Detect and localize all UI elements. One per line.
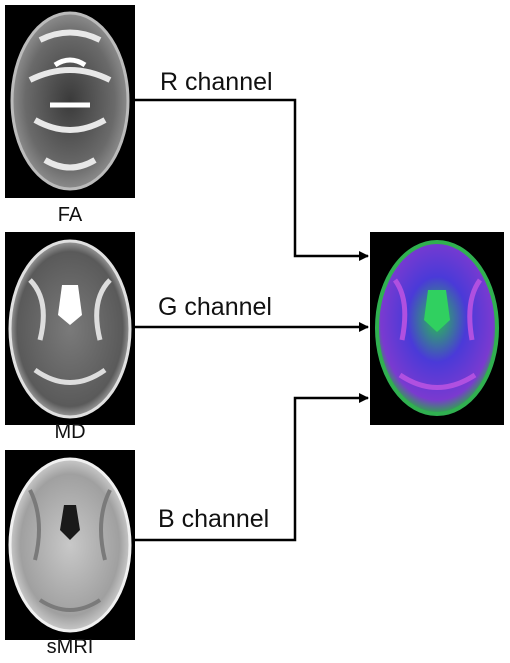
b-channel-arrow [135, 393, 369, 542]
md-caption: MD [54, 421, 86, 443]
md-image [5, 232, 135, 425]
r-channel-arrow [135, 98, 369, 261]
fa-image [5, 5, 135, 198]
composite-image [370, 232, 504, 425]
smri-caption: sMRI [46, 636, 94, 658]
r-channel-label: R channel [160, 68, 273, 96]
fa-caption: FA [57, 204, 83, 226]
g-channel-label: G channel [158, 293, 272, 321]
b-channel-label: B channel [158, 505, 270, 533]
smri-image [5, 450, 135, 640]
